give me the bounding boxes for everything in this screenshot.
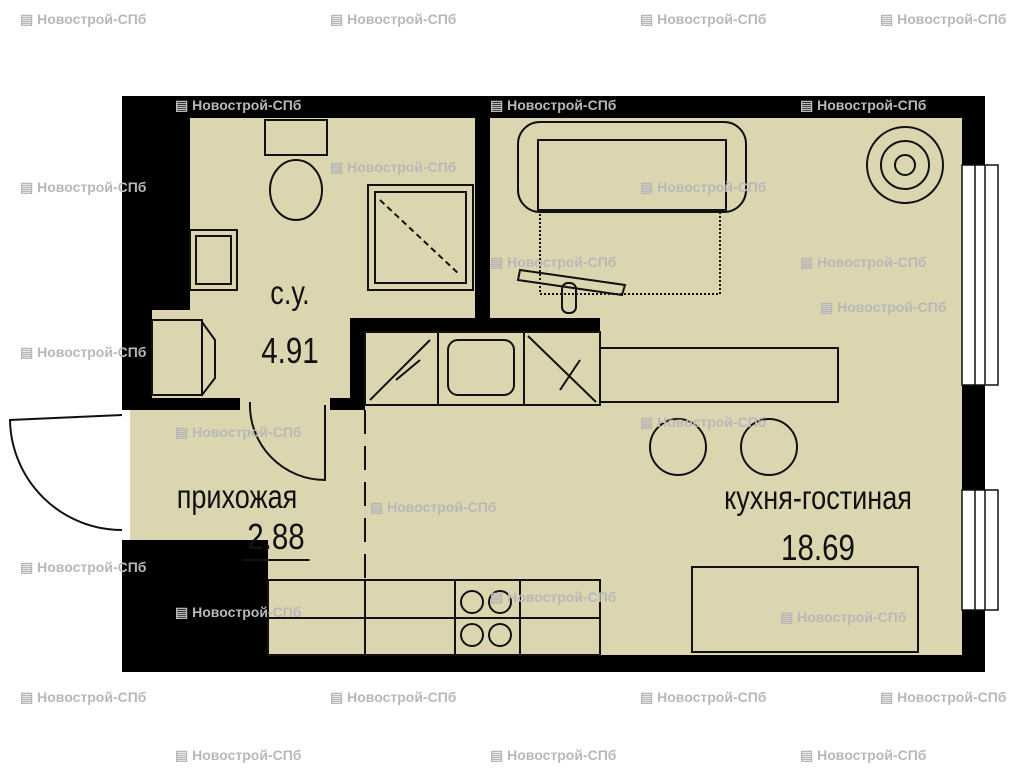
- chair-icon: [516, 268, 627, 314]
- watermark: Новострой-СПб: [800, 98, 926, 112]
- watermark: Новострой-СПб: [175, 605, 301, 619]
- rug-icon: [539, 211, 721, 295]
- room-name-bathroom: с.у.: [270, 274, 310, 311]
- watermark: Новострой-СПб: [490, 590, 616, 604]
- watermark: Новострой-СПб: [880, 12, 1006, 26]
- watermark: Новострой-СПб: [20, 180, 146, 194]
- plant-icon: [866, 126, 944, 204]
- watermark: Новострой-СПб: [330, 690, 456, 704]
- watermark: Новострой-СПб: [330, 160, 456, 174]
- watermark: Новострой-СПб: [20, 12, 146, 26]
- watermark: Новострой-СПб: [490, 98, 616, 112]
- room-area-hallway: 2.88: [242, 519, 310, 561]
- watermark: Новострой-СПб: [20, 345, 146, 359]
- floor-area: [130, 110, 970, 662]
- watermark: Новострой-СПб: [175, 98, 301, 112]
- watermark: Новострой-СПб: [175, 748, 301, 762]
- watermark: Новострой-СПб: [800, 748, 926, 762]
- watermark: Новострой-СПб: [330, 12, 456, 26]
- watermark: Новострой-СПб: [640, 12, 766, 26]
- dining-table: [691, 566, 919, 653]
- shower-icon: [367, 184, 474, 291]
- watermark: Новострой-СПб: [640, 415, 766, 429]
- entry-door: [8, 414, 123, 531]
- watermark: Новострой-СПб: [880, 690, 1006, 704]
- watermark: Новострой-СПб: [20, 560, 146, 574]
- watermark: Новострой-СПб: [640, 180, 766, 194]
- watermark: Новострой-СПб: [820, 300, 946, 314]
- bar-stool: [740, 418, 798, 476]
- room-area-kitchen-living: 18.69: [781, 527, 855, 568]
- watermark: Новострой-СПб: [800, 255, 926, 269]
- upper-counter: [364, 331, 839, 406]
- bathroom-sink-icon: [189, 229, 238, 291]
- room-name-kitchen-living: кухня-гостиная: [724, 479, 912, 516]
- watermark: Новострой-СПб: [490, 748, 616, 762]
- room-area-bathroom: 4.91: [261, 330, 319, 371]
- watermark: Новострой-СПб: [490, 255, 616, 269]
- windows: [961, 164, 999, 611]
- room-name-hallway: прихожая: [176, 478, 298, 515]
- washing-machine-icon: [151, 319, 203, 396]
- watermark: Новострой-СПб: [780, 610, 906, 624]
- watermark: Новострой-СПб: [640, 690, 766, 704]
- watermark: Новострой-СПб: [370, 500, 496, 514]
- toilet-icon: [264, 119, 328, 221]
- watermark: Новострой-СПб: [175, 425, 301, 439]
- bathroom-door: [248, 401, 326, 482]
- watermark: Новострой-СПб: [20, 690, 146, 704]
